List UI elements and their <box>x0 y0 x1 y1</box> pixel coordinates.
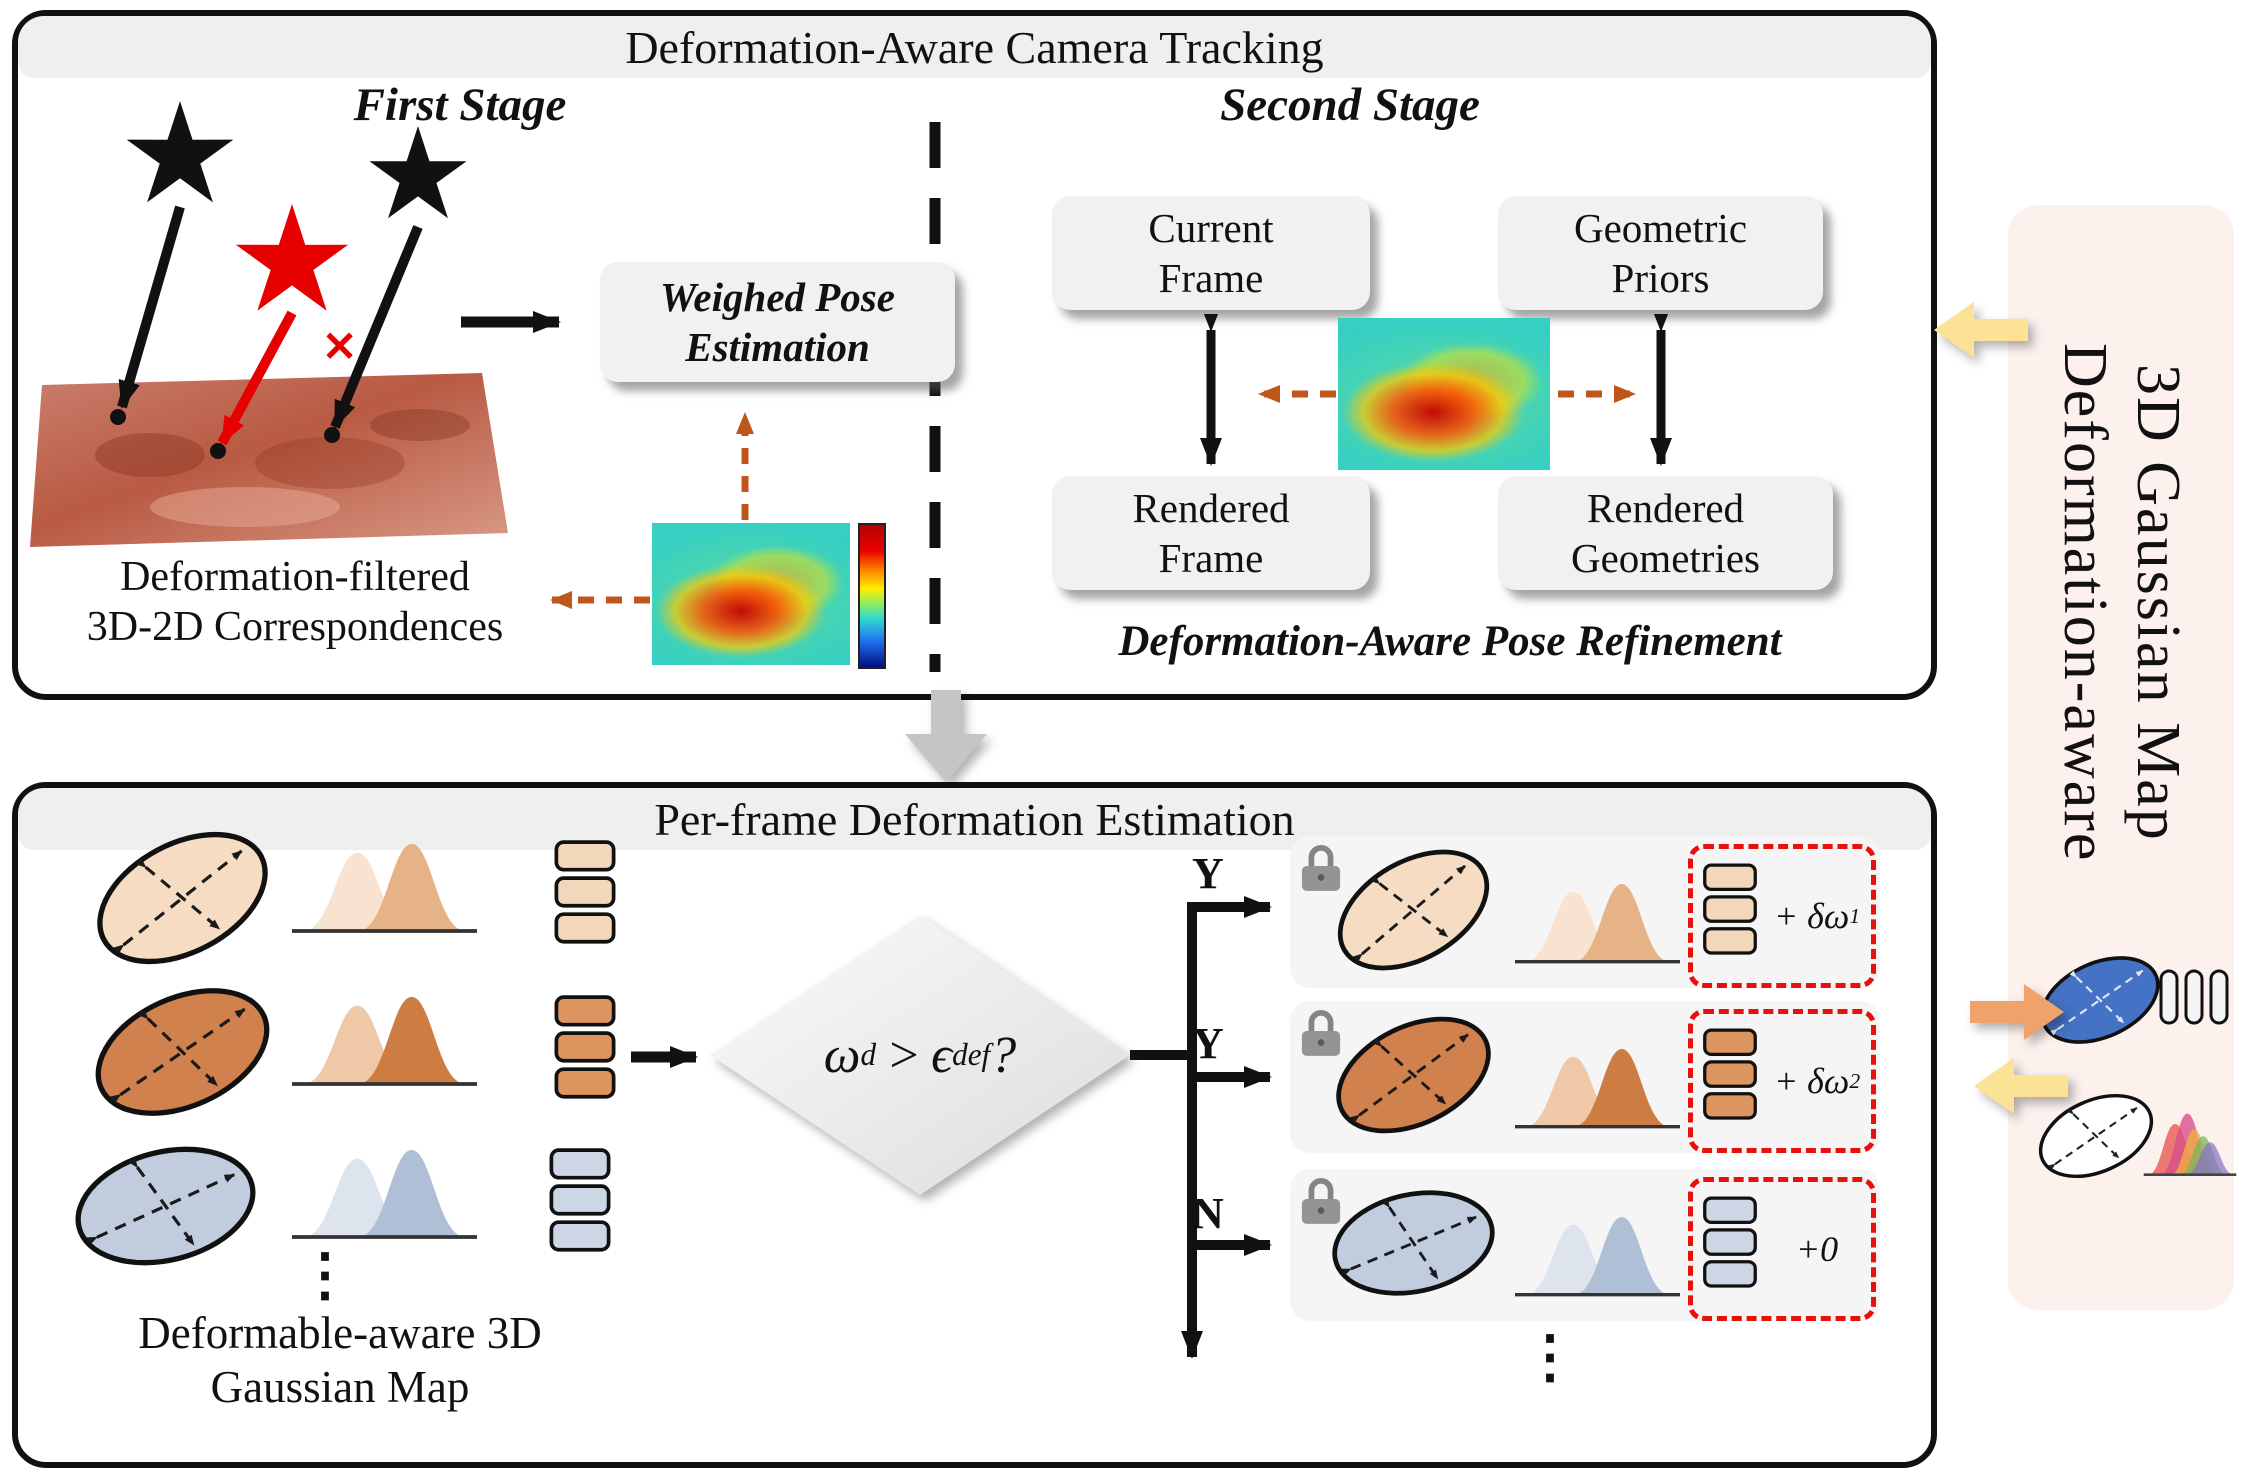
black-star-icon <box>369 126 467 219</box>
feature-stack-tan <box>554 840 616 944</box>
sidebar-title: Deformation-aware 3D Gaussian Map <box>2008 223 2234 983</box>
feature-stack-brown <box>554 995 616 1099</box>
geometry-compare-arrow <box>1650 314 1672 466</box>
feature-stack-blue <box>1703 1196 1757 1288</box>
map-to-deformation-arrow <box>1974 1058 2068 1114</box>
gaussian-curves-blue <box>1515 1215 1680 1297</box>
correspondence-caption-line2: 3D-2D Correspondences <box>86 604 504 651</box>
second-stage-heading: Second Stage <box>1220 79 1480 131</box>
black-star-icon <box>126 101 234 203</box>
projection-arrow <box>330 225 423 429</box>
tracking-panel-title: Deformation-Aware Camera Tracking <box>625 21 1324 73</box>
vertical-ellipsis: ⋮ <box>1521 1324 1579 1389</box>
refinement-heatmap <box>1338 318 1550 470</box>
pose-refinement-caption: Deformation-Aware Pose Refinement <box>1118 618 1782 665</box>
gaussian-curves-blue <box>292 1148 477 1239</box>
red-star-icon <box>235 204 349 311</box>
current-frame-box: Current Frame <box>1052 196 1370 310</box>
heatmap-to-pose-arrow <box>736 412 754 520</box>
frame-compare-arrow <box>1200 314 1222 466</box>
deformation-decision-diamond <box>710 915 1130 1195</box>
map-to-tracking-arrow <box>1934 302 2028 358</box>
branch-label-yes-2: Y <box>1192 1019 1224 1068</box>
mixture-distribution-icon <box>2143 1113 2237 1176</box>
feature-stack-blue <box>549 1148 611 1252</box>
gaussian-map-sidebar: Deformation-aware 3D Gaussian Map <box>2008 205 2237 1310</box>
correspondence-caption-line1: Deformation-filtered <box>120 554 470 600</box>
deformation-heatmap <box>652 523 850 665</box>
weighed-pose-estimation-box: Weighed Pose Estimation <box>600 262 955 382</box>
heatmap-weight-left-arrow <box>1258 385 1336 403</box>
update-zero-label: +0 <box>1795 1229 1839 1269</box>
branch-label-no: N <box>1192 1189 1224 1238</box>
correspondence-scene <box>30 101 508 547</box>
feature-stack-tan <box>1703 863 1757 955</box>
pose-box-line1: Weighed Pose <box>660 273 895 320</box>
tracking-to-mapping-arrow <box>905 690 987 782</box>
deformation-to-map-arrow <box>1970 984 2064 1040</box>
branch-label-yes-1: Y <box>1192 849 1224 898</box>
sidebar-title-line2: 3D Gaussian Map <box>2124 364 2192 842</box>
gaussian-ellipse-blue <box>1326 1177 1501 1309</box>
heatmap-colorbar <box>858 523 886 669</box>
heatmap-weight-right-arrow <box>1558 385 1636 403</box>
gaussian-map-caption: Deformable-aware 3D Gaussian Map <box>138 1308 542 1412</box>
rendered-frame-box: Rendered Frame <box>1052 476 1370 590</box>
tracking-panel-header: Deformation-Aware Camera Tracking <box>18 16 1931 78</box>
reject-cross-mark: ✕ <box>322 325 358 371</box>
mapping-panel-title: Per-frame Deformation Estimation <box>654 793 1295 845</box>
decision-branches <box>1130 896 1272 1359</box>
tissue-image <box>30 373 508 547</box>
projection-arrow <box>117 205 185 409</box>
correspondence-caption: Deformation-filtered 3D-2D Correspondenc… <box>30 552 560 653</box>
stars-to-pose-arrow <box>461 311 561 333</box>
tracking-panel: Deformation-Aware Camera Tracking <box>12 10 1937 700</box>
rejected-projection-arrow <box>217 310 297 446</box>
vertical-ellipsis: ⋮ <box>296 1242 354 1307</box>
gaussian-curves-tan <box>292 842 477 933</box>
gaussian-ellipse-tan <box>1326 844 1501 976</box>
gaussian-ellipse-tan <box>85 828 280 968</box>
sidebar-title-line1: Deformation-aware <box>2051 343 2119 863</box>
gaussian-curves-tan <box>1515 882 1680 964</box>
feature-pills-icon <box>2159 969 2229 1025</box>
geometric-priors-box: Geometric Priors <box>1498 196 1823 310</box>
zero-update-box: +0 <box>1688 1177 1876 1321</box>
pose-box-line2: Estimation <box>685 324 870 370</box>
gaussian-ellipse-blue <box>68 1136 263 1276</box>
gaussian-curves-brown <box>1515 1047 1680 1129</box>
first-stage-heading: First Stage <box>353 79 567 131</box>
gaussian-curves-brown <box>292 995 477 1086</box>
gaussian-ellipse-brown <box>85 982 280 1122</box>
result-row-static: +0 <box>1290 1169 1880 1321</box>
feature-stack-brown <box>1703 1028 1757 1120</box>
map-to-decision-arrow <box>631 1046 698 1068</box>
rendered-geometries-box: Rendered Geometries <box>1498 476 1833 590</box>
gaussian-ellipse-brown <box>1326 1009 1501 1141</box>
stage-divider <box>929 122 941 672</box>
